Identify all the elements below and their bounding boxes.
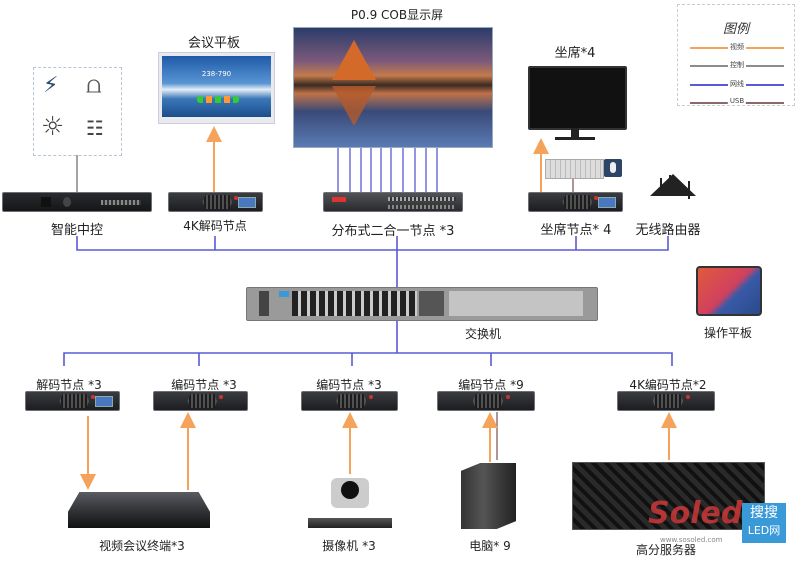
camera-device [331, 478, 369, 508]
operation-tablet-label: 操作平板 [703, 326, 753, 340]
encode-node-label-3: 编码节点 *9 [458, 378, 524, 392]
decode-node-label: 解码节点 *3 [36, 378, 102, 392]
keyboard-icon [545, 159, 604, 179]
wireless-router-label: 无线路由器 [635, 223, 701, 238]
encode-node-device-3 [437, 391, 535, 411]
curtain-icon: ⩍ [86, 71, 102, 99]
network-switch [246, 287, 598, 321]
controlled-devices-group: ⚡ ⩍ ☼ ☷ [33, 67, 122, 156]
power-panel-icon: ⚡ [43, 73, 59, 98]
seat-node-label: 坐席节点* 4 [540, 223, 612, 238]
decode-4k-device [168, 192, 263, 212]
encode-4k-node-label: 4K编码节点*2 [629, 378, 707, 392]
computer-tower [461, 463, 516, 529]
meeting-tablet-screen: 238-790 [162, 56, 271, 117]
seat-node-device [528, 192, 623, 212]
encode-node-label-2: 编码节点 *3 [316, 378, 382, 392]
app-icons [197, 96, 239, 103]
legend-title: 图例 [722, 22, 749, 37]
meeting-tablet-label: 会议平板 [187, 36, 241, 51]
smart-control-label: 智能中控 [50, 223, 104, 238]
video-lines [80, 126, 677, 490]
decode-4k-label: 4K解码节点 [183, 219, 247, 233]
cob-display-screen [293, 27, 493, 148]
seat-monitor [528, 66, 627, 130]
legend: 图例 视频 控制 网线 USB [677, 4, 795, 106]
meeting-tablet-device: 238-790 [158, 52, 275, 124]
legend-item-usb: USB [690, 97, 784, 108]
video-conference-terminal [68, 492, 210, 528]
computer-label: 电脑* 9 [469, 539, 511, 553]
switch-ports [292, 291, 417, 316]
camera-label: 摄像机 *3 [322, 539, 376, 553]
legend-item-video: 视频 [690, 42, 784, 53]
encode-node-device-2 [301, 391, 398, 411]
distributed-node-label: 分布式二合一节点 *3 [331, 224, 455, 239]
display-cables [337, 146, 438, 192]
operation-tablet [696, 266, 762, 316]
encode-4k-node-device [617, 391, 715, 411]
watermark-badge: 搜搜 LED网 [742, 503, 786, 543]
network-bus-top [63, 236, 673, 366]
legend-item-control: 控制 [690, 60, 784, 71]
encode-node-device-1 [153, 391, 248, 411]
switch-label: 交换机 [464, 327, 502, 341]
air-conditioner-icon: ☷ [86, 116, 104, 140]
server-label: 高分服务器 [635, 543, 697, 557]
display-screen-label: P0.9 COB显示屏 [350, 8, 444, 22]
seat-monitor-label: 坐席*4 [554, 46, 596, 61]
mouse-icon [604, 159, 622, 177]
watermark-url: www.sosoled.com [660, 536, 723, 544]
distributed-node-device [323, 192, 463, 212]
encode-node-label-1: 编码节点 *3 [171, 378, 237, 392]
smart-control-device [2, 192, 152, 212]
video-conf-label: 视频会议终端*3 [99, 539, 185, 553]
watermark-logo: Soled [648, 496, 743, 531]
light-bulb-icon: ☼ [41, 112, 65, 142]
mountain-shape [332, 40, 376, 80]
server-device [572, 462, 765, 530]
legend-item-network: 网线 [690, 79, 784, 90]
decode-node-device [25, 391, 120, 411]
